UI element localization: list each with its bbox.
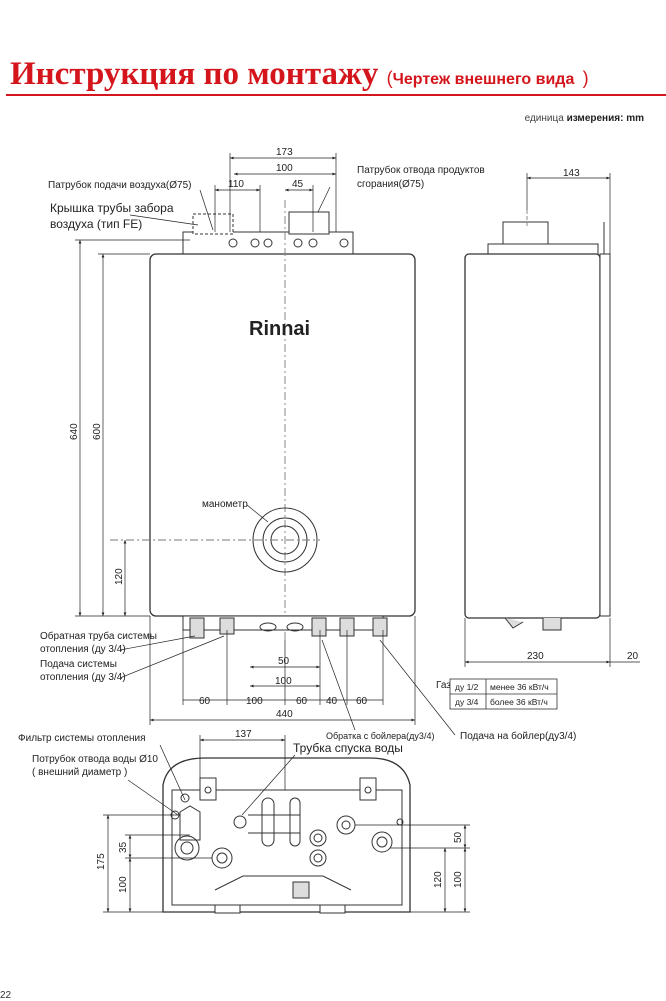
dim-640: 640 [69, 423, 80, 440]
dim-50: 50 [278, 656, 290, 667]
side-flue-pipe [502, 221, 549, 245]
title-underline [6, 94, 666, 96]
dim-110: 110 [228, 179, 244, 190]
dim-60b: 60 [296, 696, 308, 707]
air-intake-label: Патрубок подачи воздуха(Ø75) [48, 179, 191, 191]
bracket-hole [339, 238, 349, 248]
units-note: единица измерения: mm [524, 113, 644, 124]
bracket-hole [308, 238, 318, 248]
gas-inlet [309, 829, 327, 847]
page-title: Инструкция по монтажу (Чертеж внешнего в… [10, 56, 589, 92]
dim-120-right: 120 [433, 871, 444, 888]
return-label-1: Обратная труба системы [40, 630, 157, 642]
dim-50-right: 50 [453, 831, 464, 843]
exhaust-pipe [288, 211, 330, 235]
dim-600: 600 [92, 423, 103, 440]
bracket-hole [263, 238, 273, 248]
brand-logo: Rinnai [249, 318, 310, 340]
gas-fitting [311, 617, 327, 637]
gas-label: Газ [436, 680, 451, 691]
dim-440: 440 [276, 709, 293, 720]
bottom-dimension-lines [103, 735, 470, 913]
dim-60c: 60 [356, 696, 368, 707]
exhaust-label-2: сгорания(Ø75) [357, 179, 424, 190]
dim-173: 173 [276, 147, 293, 158]
dim-100-mid: 100 [275, 676, 292, 687]
bracket-hole [250, 238, 260, 248]
exhaust-label-1: Патрубок отвода продуктов [357, 164, 485, 176]
side-dimension-lines [464, 173, 640, 667]
supply-label-2: отопления (ду 3/4) [40, 672, 126, 683]
supply-label-1: Подача системы [40, 659, 117, 670]
front-dimension-lines [75, 153, 456, 736]
dim-60a: 60 [199, 696, 211, 707]
filter-label: Фильтр системы отопления [18, 733, 146, 744]
side-wall-plate [599, 253, 611, 617]
air-intake-cap [192, 213, 234, 235]
dim-230: 230 [527, 651, 544, 662]
dim-137: 137 [235, 729, 252, 740]
dim-175: 175 [96, 853, 107, 870]
boiler-return-label: Обратка с бойлера(ду3/4) [326, 731, 434, 741]
dim-40: 40 [326, 696, 338, 707]
gas-table: Газ ду 1/2 менее 36 кВт/ч ду 3/4 более 3… [436, 678, 558, 710]
return-label-2: отопления (ду 3/4) [40, 644, 126, 655]
dim-45: 45 [292, 179, 304, 190]
side-view [464, 210, 611, 631]
dim-100-bottom: 100 [246, 696, 263, 707]
gas-power-1: менее 36 кВт/ч [490, 682, 549, 692]
manometer-label: манометр [202, 499, 248, 510]
return-pipe-outlet [174, 835, 200, 861]
dim-120: 120 [114, 568, 125, 585]
dim-35: 35 [118, 841, 129, 853]
drain-outlet-label-2: ( внешний диаметр ) [32, 767, 127, 778]
drain-outlet-label-1: Потрубок отвода воды Ø10 [32, 753, 158, 765]
dim-100-left: 100 [118, 876, 129, 893]
page-number: 22 [0, 990, 12, 1001]
gas-size-2: ду 3/4 [455, 697, 479, 707]
dim-100-top: 100 [276, 163, 293, 174]
front-view [110, 200, 416, 640]
return-fitting [189, 617, 205, 639]
boiler-return-outlet [309, 849, 327, 867]
bracket-hole [293, 238, 303, 248]
drain-tube-label: Трубка спуска воды [293, 741, 403, 755]
intake-cap-label-1: Крышка трубы забора [50, 201, 174, 215]
boiler-supply-label: Подача на бойлер(ду3/4) [460, 730, 576, 742]
bracket-hole [228, 238, 238, 248]
bottom-view [162, 757, 411, 914]
manometer-ring [252, 507, 318, 573]
dim-143: 143 [563, 168, 580, 179]
top-mount-bracket [182, 231, 354, 255]
side-body [464, 253, 601, 619]
dim-20: 20 [627, 651, 639, 662]
page-subtitle: Чертеж внешнего вида [392, 71, 575, 88]
gas-size-1: ду 1/2 [455, 682, 479, 692]
intake-cap-label-2: воздуха (тип FE) [50, 217, 142, 231]
boiler-supply-fitting [372, 617, 388, 637]
dim-100-right: 100 [453, 871, 464, 888]
gas-power-2: более 36 кВт/ч [490, 697, 548, 707]
drain-tube [233, 815, 247, 829]
